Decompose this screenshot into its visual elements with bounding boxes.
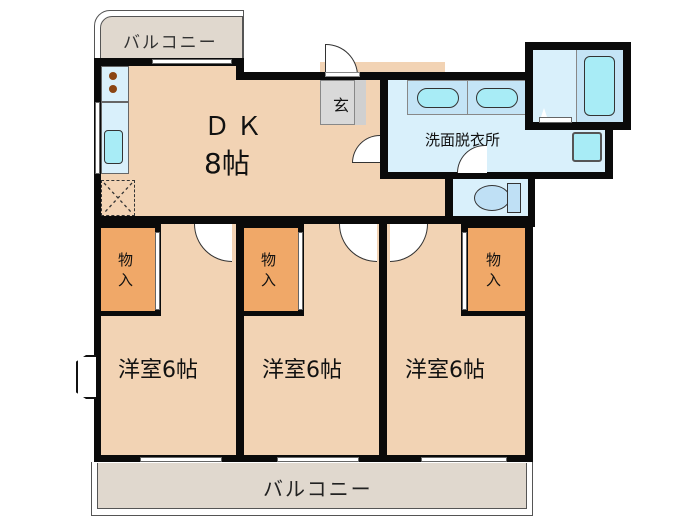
fridge-space [101,180,135,216]
closet-2-label: 物入 [261,251,277,289]
entrance-step [354,80,366,125]
kitchen-counter [101,66,129,102]
wall-washroom-top [380,72,530,80]
closet-3-label: 物入 [486,251,502,289]
bath-door[interactable] [539,117,572,123]
washing-machine-pan [572,132,602,162]
bedroom-2-label: 洋室6帖 [262,358,342,383]
bedroom-1-label: 洋室6帖 [118,358,198,383]
closet-2[interactable]: 物入 [244,228,298,311]
toilet-tank [507,183,521,213]
window-bedroom-1[interactable] [140,457,222,462]
kitchen-sink [104,130,123,164]
dk-top-white [244,40,320,72]
front-door-sill [325,72,360,77]
wall-top-step [236,58,244,78]
window-bedroom-3[interactable] [421,457,507,462]
wall-washroom-right [605,125,613,177]
window-top-balcony[interactable] [152,59,232,64]
toilet-bowl [474,185,510,211]
closet-1-label: 物入 [118,251,134,289]
wall-dk-bottom [94,216,534,224]
wall-dk-right [445,172,453,222]
dk-label: ＤＫ [204,112,269,142]
closet-2-door[interactable] [298,232,303,310]
window-bedroom-2[interactable] [277,457,359,462]
vanity-divider [467,80,468,115]
balcony-bottom: バルコニー [97,463,527,509]
bay-window[interactable] [76,355,96,399]
wall-top-mid [236,72,388,80]
stove-burner-icon [109,72,117,80]
wall-left [94,58,101,468]
wall-bed-2-3 [379,216,387,462]
fridge-x-icon [103,182,133,214]
entrance-label: 玄 [333,96,350,115]
closet-3-door[interactable] [462,232,467,310]
balcony-top: バルコニー [100,16,243,62]
bath-door-handle-icon [541,108,547,117]
stove-burner-icon [109,85,117,93]
closet-1-door[interactable] [155,232,160,310]
dk-size-label: 8帖 [204,147,250,180]
washbasin-1 [417,88,459,108]
bedroom-3-label: 洋室6帖 [405,358,485,383]
washbasin-2 [476,88,518,108]
balcony-top-label: バルコニー [123,33,218,53]
window-kitchen[interactable] [95,102,100,174]
balcony-bottom-label: バルコニー [263,477,373,501]
wall-right [525,216,533,462]
closet-1[interactable]: 物入 [101,228,155,311]
bathtub [584,56,615,116]
washroom-label: 洗面脱衣所 [425,131,501,149]
wall-bed-1-2 [236,216,244,462]
closet-3[interactable]: 物入 [468,228,525,311]
